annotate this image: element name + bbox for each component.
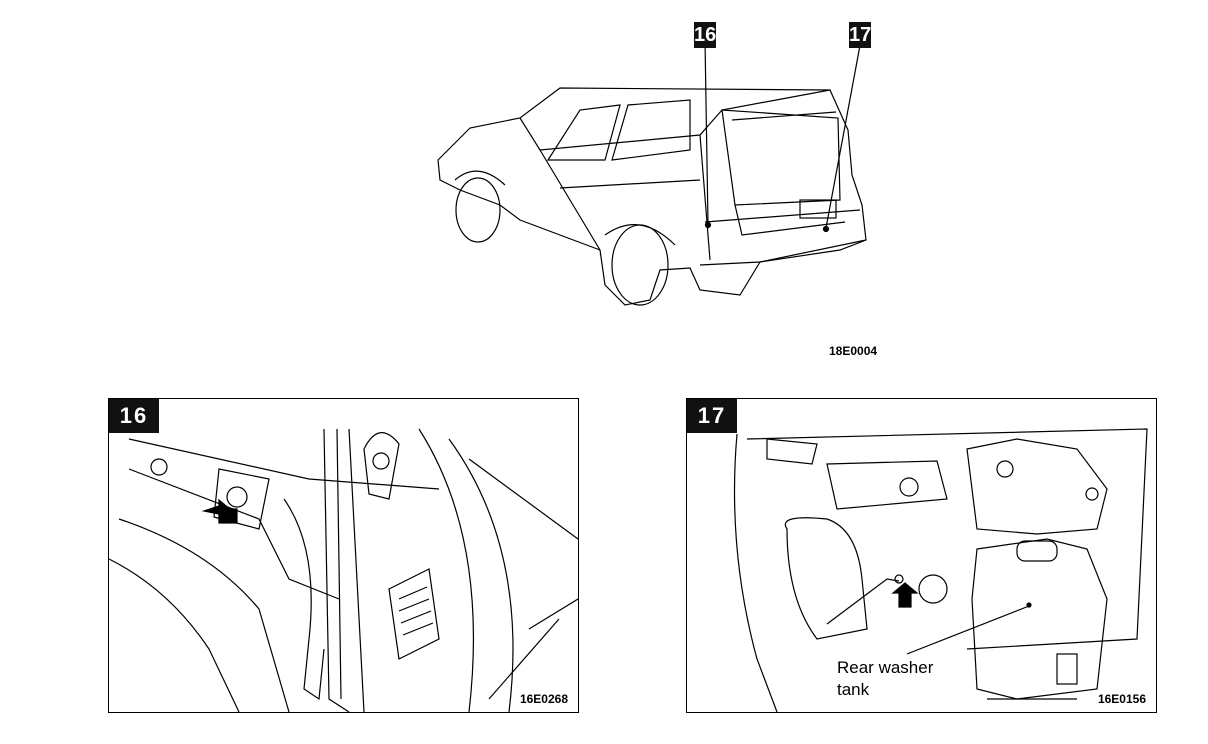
figure-code: 18E0004 xyxy=(829,344,878,358)
vehicle-drawing xyxy=(437,39,867,306)
detail-panel-16: 16 16E0268 xyxy=(108,398,579,713)
panel-label: 16 xyxy=(109,399,159,433)
callout-17-leader xyxy=(825,39,862,229)
figure-code: 16E0156 xyxy=(1097,692,1146,706)
panel-label: 17 xyxy=(687,399,737,433)
detail-panel-17: 17 Rear washer tank 16E0156 xyxy=(686,398,1157,713)
rear-washer-tank-label-line1: Rear washer xyxy=(837,658,934,677)
vehicle-overview: 16 17 18E0004 xyxy=(437,22,878,358)
rear-washer-tank-label-line2: tank xyxy=(837,680,870,699)
caption-leader xyxy=(906,605,1030,655)
detail-17-drawing xyxy=(733,428,1148,712)
figure-code: 16E0268 xyxy=(519,692,568,706)
callout-17: 17 xyxy=(849,22,872,48)
callout-16: 16 xyxy=(694,22,717,48)
callout-16-leader xyxy=(704,39,709,225)
detail-16-drawing xyxy=(109,428,578,712)
